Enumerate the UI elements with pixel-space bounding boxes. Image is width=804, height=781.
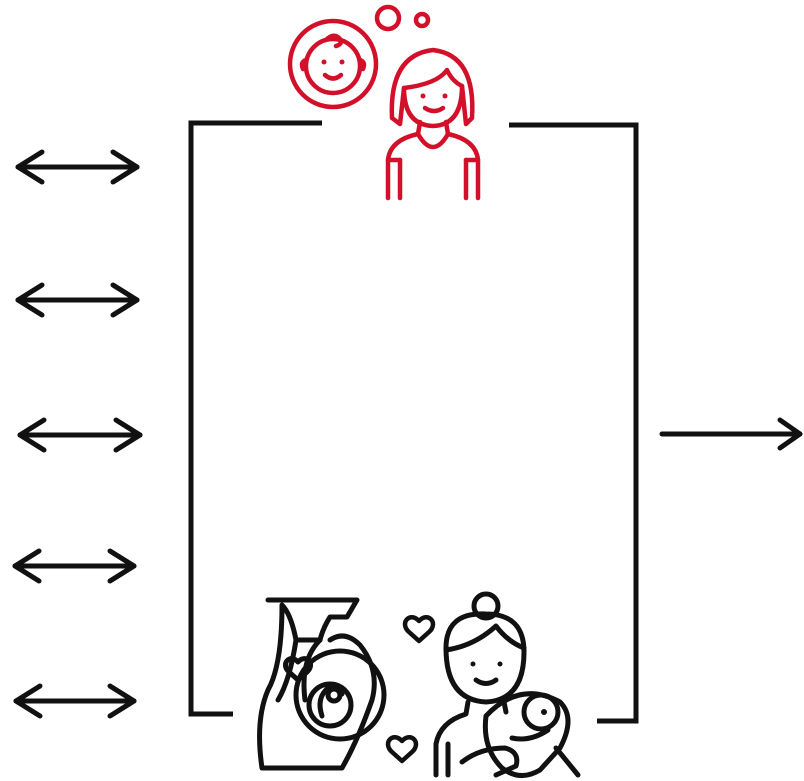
double-arrow-icon [13,683,137,719]
thought-bubble-small [413,11,431,29]
pregnancy-ultrasound-icon [257,597,387,771]
heart-icon [402,615,436,644]
bracket-frame [188,120,639,724]
double-arrow-icon [17,417,143,453]
right-arrow-icon [659,417,803,451]
double-arrow-icon [15,282,140,318]
mother-holding-newborn-icon [433,591,581,778]
bracket-left [188,120,322,717]
heart-icons [385,615,436,764]
thought-bubble-large [374,4,402,32]
double-arrow-icon [12,548,137,584]
double-arrow-icon [15,149,140,185]
heart-icon [385,735,419,764]
baby-face-icon [287,18,379,110]
bracket-right [509,122,639,724]
mother-thinking-of-baby-icon [287,4,481,201]
left-arrows [12,149,143,719]
mother-figure-icon [385,47,481,201]
